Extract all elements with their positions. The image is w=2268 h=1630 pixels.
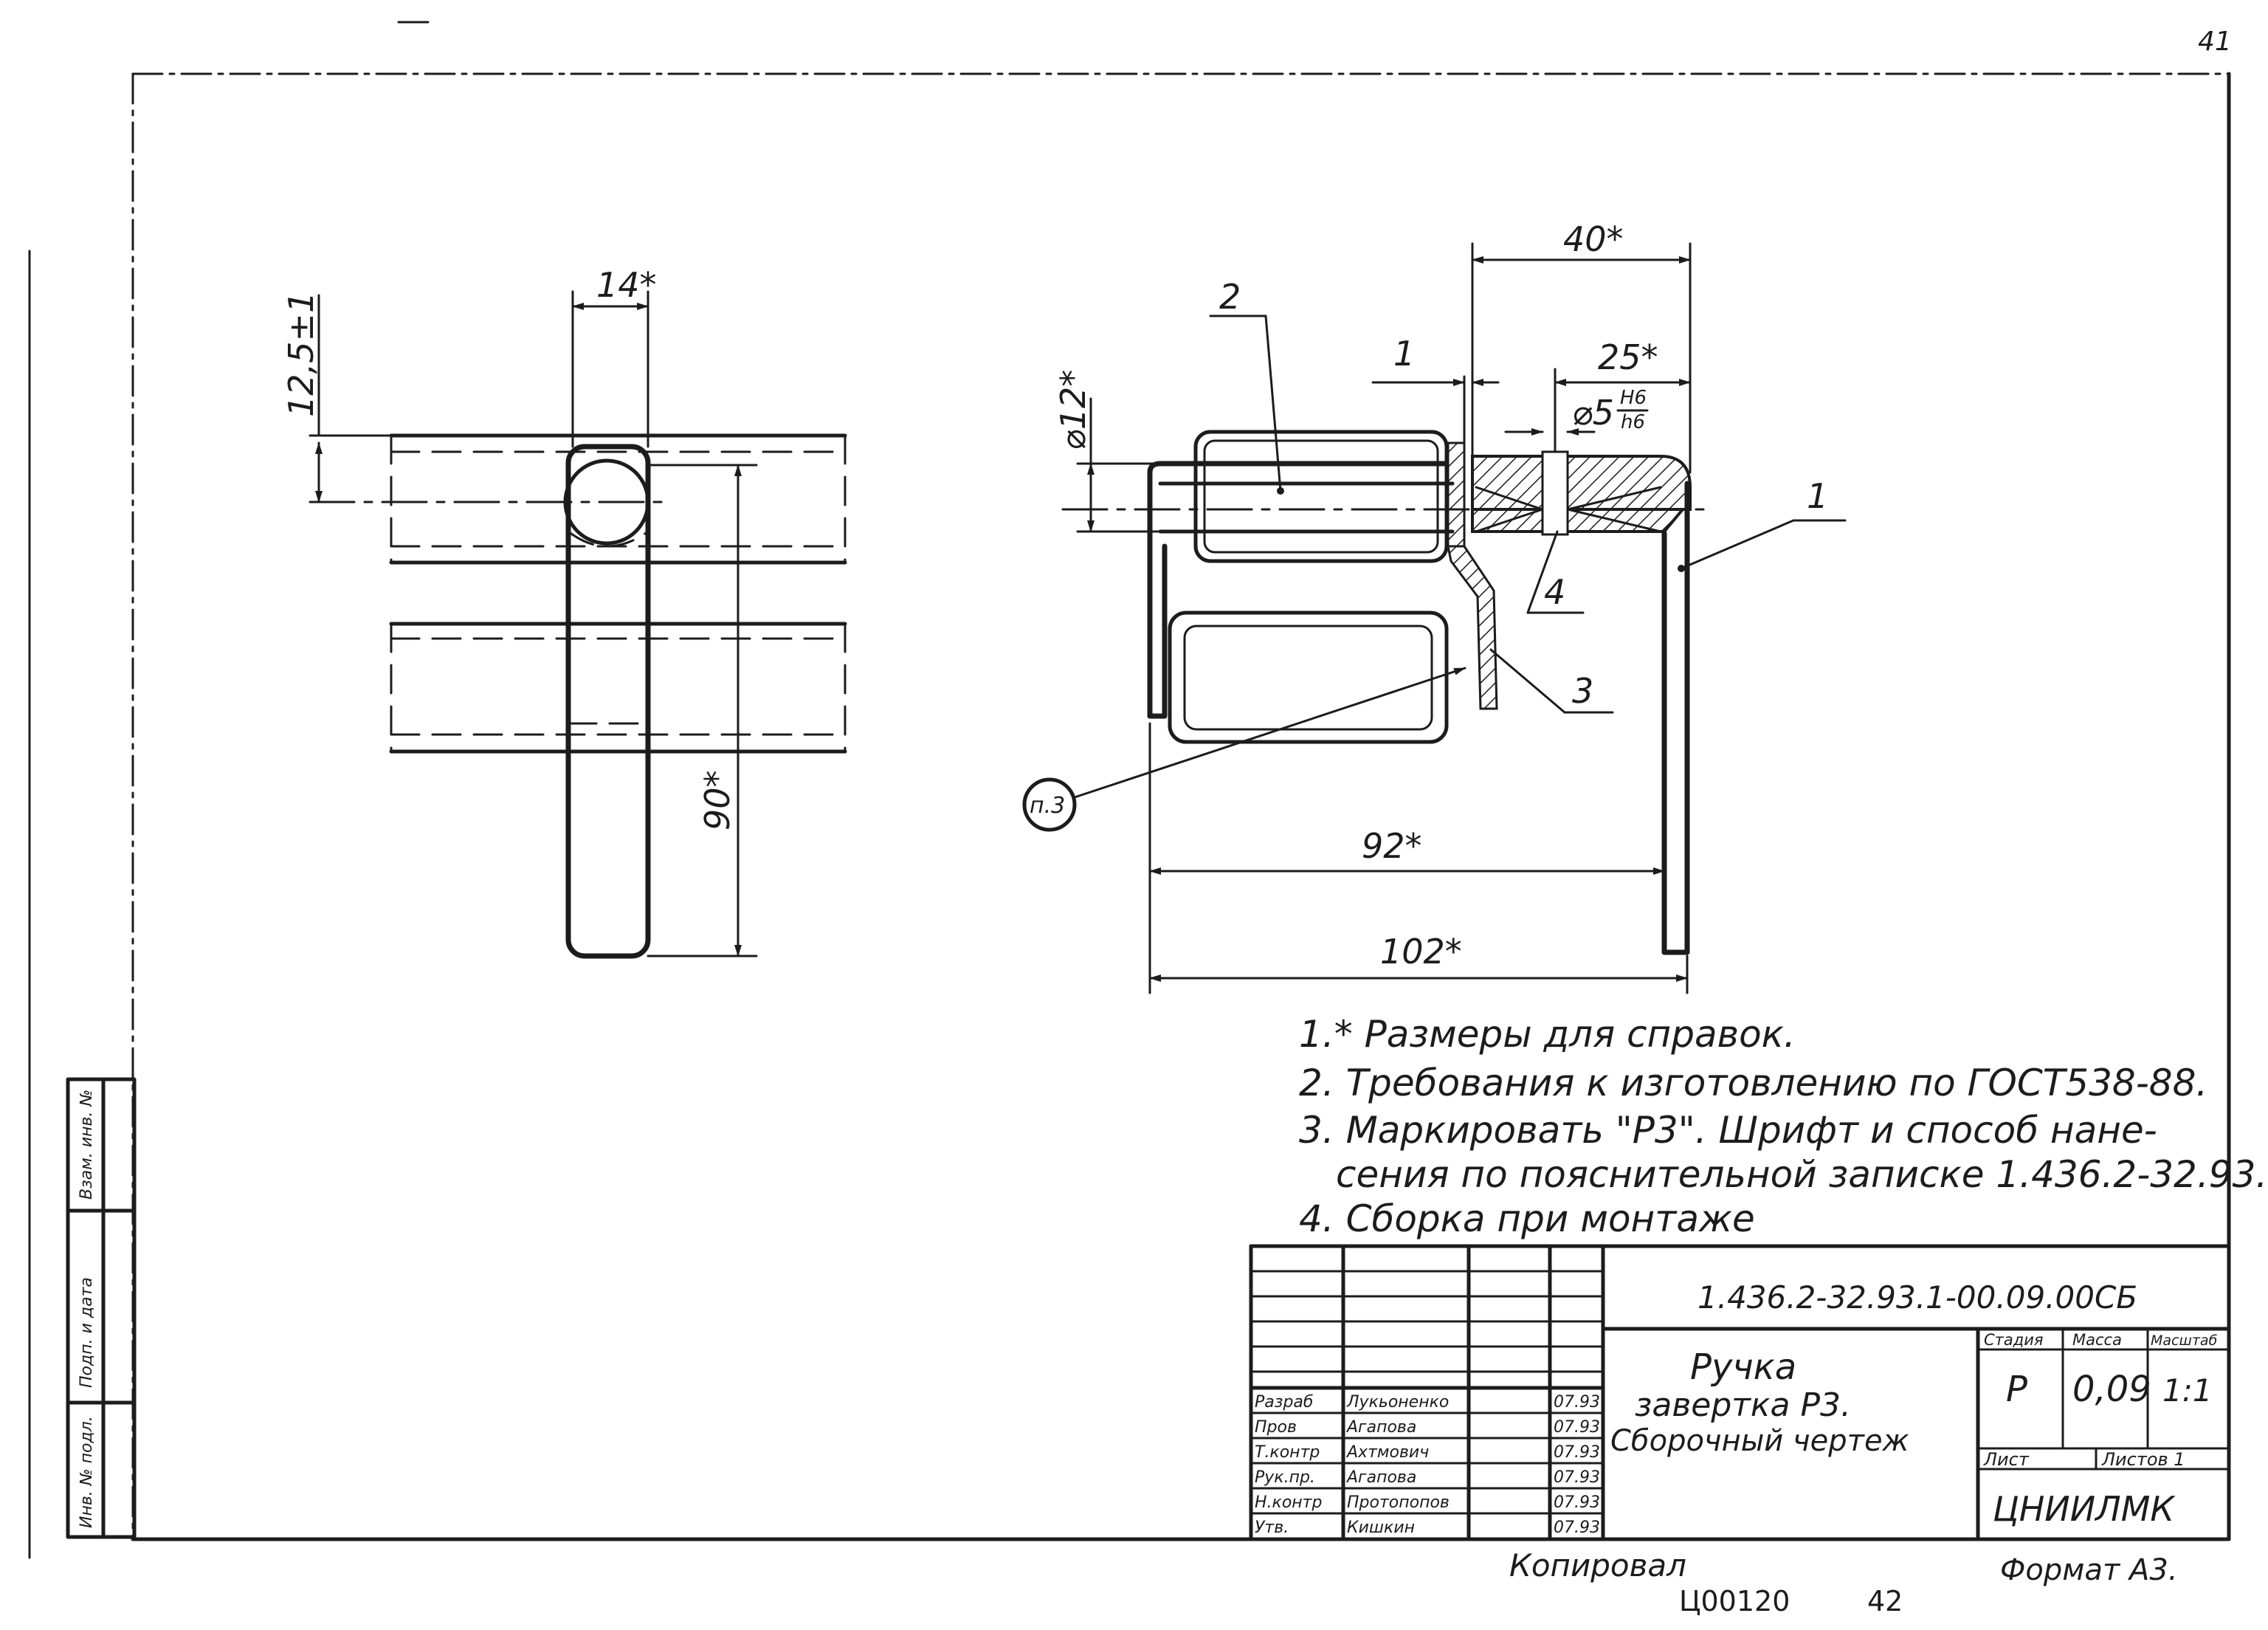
date-1: 07.93: [1554, 1418, 1600, 1437]
sheet-label: Лист: [1983, 1449, 2030, 1470]
copied-label: Копировал: [1509, 1547, 1686, 1583]
role-2: Т.контр: [1255, 1443, 1320, 1462]
note-2: 2. Требования к изготовлению по ГОСТ538-…: [1299, 1062, 2207, 1104]
dim-40: 40*: [1563, 219, 1624, 259]
name-3: Агапова: [1345, 1468, 1416, 1487]
role-3: Рук.пр.: [1255, 1468, 1315, 1487]
sheet-number: 41: [2198, 27, 2232, 57]
format-label: Формат А3.: [2000, 1553, 2178, 1587]
mass-header: Масса: [2072, 1331, 2122, 1349]
title-line-2: завертка Р3.: [1635, 1386, 1851, 1424]
callout-2: 2: [1219, 277, 1241, 317]
callout-3: 3: [1572, 671, 1593, 711]
fit-upper: H6: [1620, 387, 1647, 409]
role-5: Утв.: [1255, 1519, 1289, 1537]
date-5: 07.93: [1554, 1519, 1600, 1537]
name-1: Агапова: [1345, 1418, 1416, 1437]
note-4: 4. Сборка при монтаже: [1299, 1197, 1755, 1240]
date-2: 07.93: [1554, 1443, 1600, 1462]
sheets-label: Листов 1: [2101, 1449, 2185, 1470]
dim-14: 14*: [596, 265, 657, 305]
dim-90: 90*: [697, 770, 737, 831]
side-stamp: Инв. № подл. Подп. и дата Взам. инв. №: [66, 1077, 137, 1539]
callout-4: 4: [1544, 572, 1565, 612]
dim-dia5: ⌀5: [1572, 393, 1614, 433]
title-line-1: Ручка: [1690, 1347, 1796, 1388]
callout-1-right: 1: [1807, 476, 1828, 516]
name-0: Лукьоненко: [1346, 1393, 1449, 1411]
dim-25: 25*: [1598, 337, 1658, 377]
note-3: 3. Маркировать "Р3". Шрифт и способ нане…: [1299, 1109, 2157, 1152]
role-0: Разраб: [1255, 1393, 1313, 1411]
title-block: Разраб Лукьоненко 07.93 Пров Агапова 07.…: [1249, 1244, 2231, 1541]
left-view: 14* 12,5±1 90*: [281, 265, 847, 959]
organization: ЦНИИЛМК: [1993, 1489, 2176, 1529]
stamp-inv: Инв. № подл.: [77, 1416, 96, 1528]
role-1: Пров: [1255, 1418, 1297, 1437]
note-3-cont: сения по пояснительной записке 1.436.2-3…: [1336, 1153, 2268, 1196]
date-4: 07.93: [1554, 1493, 1600, 1512]
role-4: Н.контр: [1255, 1493, 1322, 1512]
dim-12-5: 12,5±1: [281, 292, 321, 417]
scale-value: 1:1: [2162, 1372, 2213, 1409]
stage-value: Р: [2006, 1369, 2027, 1410]
dim-92: 92*: [1362, 826, 1422, 866]
date-3: 07.93: [1554, 1468, 1600, 1487]
name-4: Протопопов: [1347, 1493, 1450, 1512]
dim-1: 1: [1393, 334, 1415, 374]
date-0: 07.93: [1554, 1393, 1600, 1411]
right-view: 40* 25* 1 ⌀5 H6 h6 ⌀12* 92* 102*: [1022, 219, 1847, 994]
designation: 1.436.2-32.93.1-00.09.00СБ: [1697, 1279, 2137, 1316]
name-2: Ахтмович: [1345, 1443, 1429, 1462]
stage-header: Стадия: [1984, 1331, 2044, 1349]
stamp-sign: Подп. и дата: [77, 1277, 96, 1388]
archive-number: Ц00120: [1679, 1585, 1790, 1617]
page-number: 42: [1867, 1585, 1903, 1617]
dim-dia12: ⌀12*: [1053, 370, 1093, 450]
notes: 1.* Размеры для справок. 2. Требования к…: [1299, 1013, 2268, 1240]
title-line-3: Сборочный чертеж: [1610, 1424, 1909, 1458]
stamp-replace: Взам. инв. №: [77, 1090, 96, 1200]
note-1: 1.* Размеры для справок.: [1299, 1013, 1796, 1056]
scale-header: Масштаб: [2151, 1332, 2218, 1349]
dim-102: 102*: [1380, 932, 1462, 972]
callout-ref-p3: п.3: [1030, 793, 1065, 819]
name-5: Кишкин: [1347, 1519, 1415, 1537]
mass-value: 0,09: [2072, 1369, 2151, 1410]
fit-lower: h6: [1621, 411, 1645, 433]
